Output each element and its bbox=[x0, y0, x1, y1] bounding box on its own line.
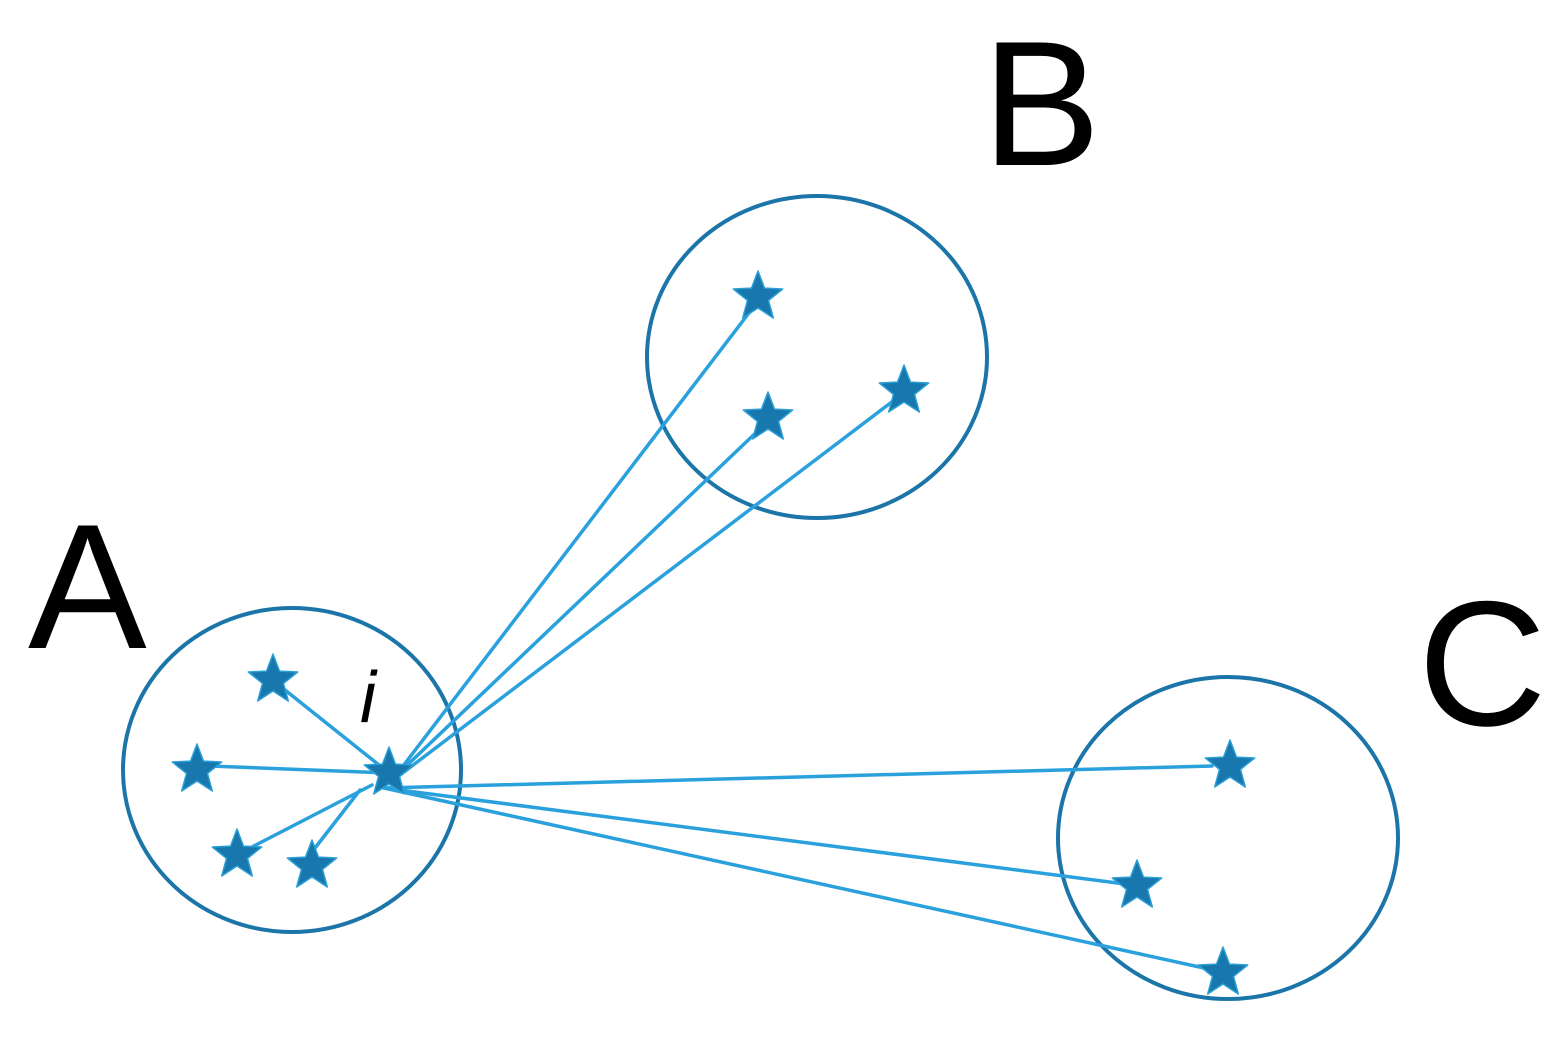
cluster-c-star-1-star-icon bbox=[1204, 739, 1256, 788]
edge-i-c3 bbox=[382, 786, 1215, 972]
point-i-star-star-icon bbox=[363, 746, 415, 795]
edge-i-c2 bbox=[382, 786, 1127, 886]
edge-i-b1 bbox=[398, 303, 757, 772]
edge-i-b3 bbox=[398, 396, 899, 777]
edge-i-a2 bbox=[208, 764, 391, 775]
cluster-a-star-1-star-icon bbox=[247, 653, 299, 702]
edge-i-c1 bbox=[382, 764, 1214, 790]
edge-i-a3 bbox=[248, 783, 374, 850]
cluster-c-label: C bbox=[1418, 564, 1547, 763]
cluster-a-star-3-star-icon bbox=[211, 828, 263, 877]
cluster-b-label: B bbox=[982, 4, 1101, 203]
edge-i-b2 bbox=[398, 423, 766, 774]
cluster-c-star-2-star-icon bbox=[1111, 859, 1163, 908]
stars bbox=[171, 270, 1256, 995]
cluster-a-star-2-star-icon bbox=[171, 743, 223, 792]
edge-i-a4 bbox=[313, 788, 362, 850]
edge-i-a1 bbox=[283, 688, 391, 775]
cluster-c-circle bbox=[1056, 675, 1400, 1001]
cluster-b-star-1-star-icon bbox=[732, 270, 784, 319]
cluster-b-star-3-star-icon bbox=[878, 364, 930, 413]
cluster-a-star-4-star-icon bbox=[286, 839, 338, 888]
cluster-b-star-2-star-icon bbox=[742, 391, 794, 440]
cluster-c-star-3-star-icon bbox=[1197, 946, 1249, 995]
cluster-b-circle bbox=[645, 194, 989, 520]
cluster-a-circle bbox=[121, 606, 463, 934]
cluster-a-label: A bbox=[28, 487, 147, 686]
edges bbox=[208, 303, 1215, 972]
point-i-label: i bbox=[360, 658, 378, 738]
